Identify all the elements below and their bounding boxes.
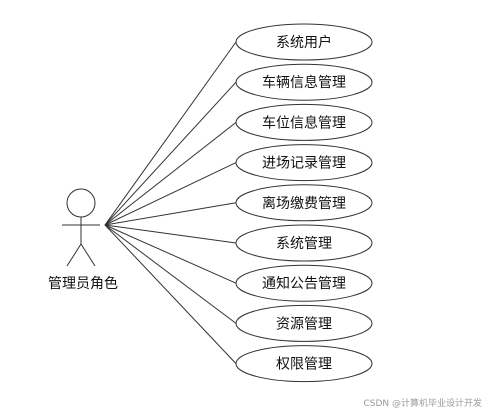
use-case-label: 系统管理 [276, 236, 332, 252]
use-case: 离场缴费管理 [235, 184, 373, 222]
use-case-label: 系统用户 [276, 34, 332, 51]
use-case-list: 系统用户车辆信息管理车位信息管理进场记录管理离场缴费管理系统管理通知公告管理资源… [235, 23, 373, 383]
actor-head [66, 188, 96, 218]
association-line [104, 202, 237, 226]
actor-left-leg [66, 243, 82, 267]
association-line [104, 224, 237, 364]
use-case-label: 进场记录管理 [262, 156, 346, 172]
association-lines [104, 41, 237, 364]
use-case-label: 车位信息管理 [262, 114, 346, 131]
association-line [104, 122, 237, 226]
actor-name: 管理员角色 [48, 275, 118, 292]
use-case-ellipse [235, 345, 373, 383]
use-case-label: 车辆信息管理 [262, 74, 346, 91]
association-line [104, 81, 237, 226]
use-case: 权限管理 [235, 345, 373, 383]
use-case-label: 离场缴费管理 [262, 195, 346, 212]
association-line [104, 41, 237, 226]
use-case: 系统用户 [235, 23, 373, 61]
use-case-label: 权限管理 [276, 357, 332, 373]
association-line [104, 224, 237, 324]
association-line [104, 224, 237, 244]
actor-admin: 管理员角色 [48, 188, 118, 292]
use-case-ellipse [235, 63, 373, 101]
use-case-ellipse [235, 144, 373, 182]
use-case-ellipse [235, 264, 373, 302]
use-case-ellipse [235, 304, 373, 342]
association-line [104, 224, 237, 284]
use-case-label: 资源管理 [276, 316, 332, 332]
actor-right-leg [80, 243, 96, 267]
use-case-label: 通知公告管理 [262, 275, 346, 292]
use-case-ellipse [235, 23, 373, 61]
use-case: 系统管理 [235, 224, 373, 262]
use-case-ellipse [235, 103, 373, 141]
watermark-text: CSDN @计算机毕业设计开发 [363, 397, 482, 409]
use-case: 通知公告管理 [235, 264, 373, 302]
use-case: 车辆信息管理 [235, 63, 373, 101]
use-case-ellipse [235, 184, 373, 222]
association-line [104, 162, 237, 226]
use-case-ellipse [235, 224, 373, 262]
use-case: 资源管理 [235, 304, 373, 342]
use-case: 车位信息管理 [235, 103, 373, 141]
use-case: 进场记录管理 [235, 144, 373, 182]
